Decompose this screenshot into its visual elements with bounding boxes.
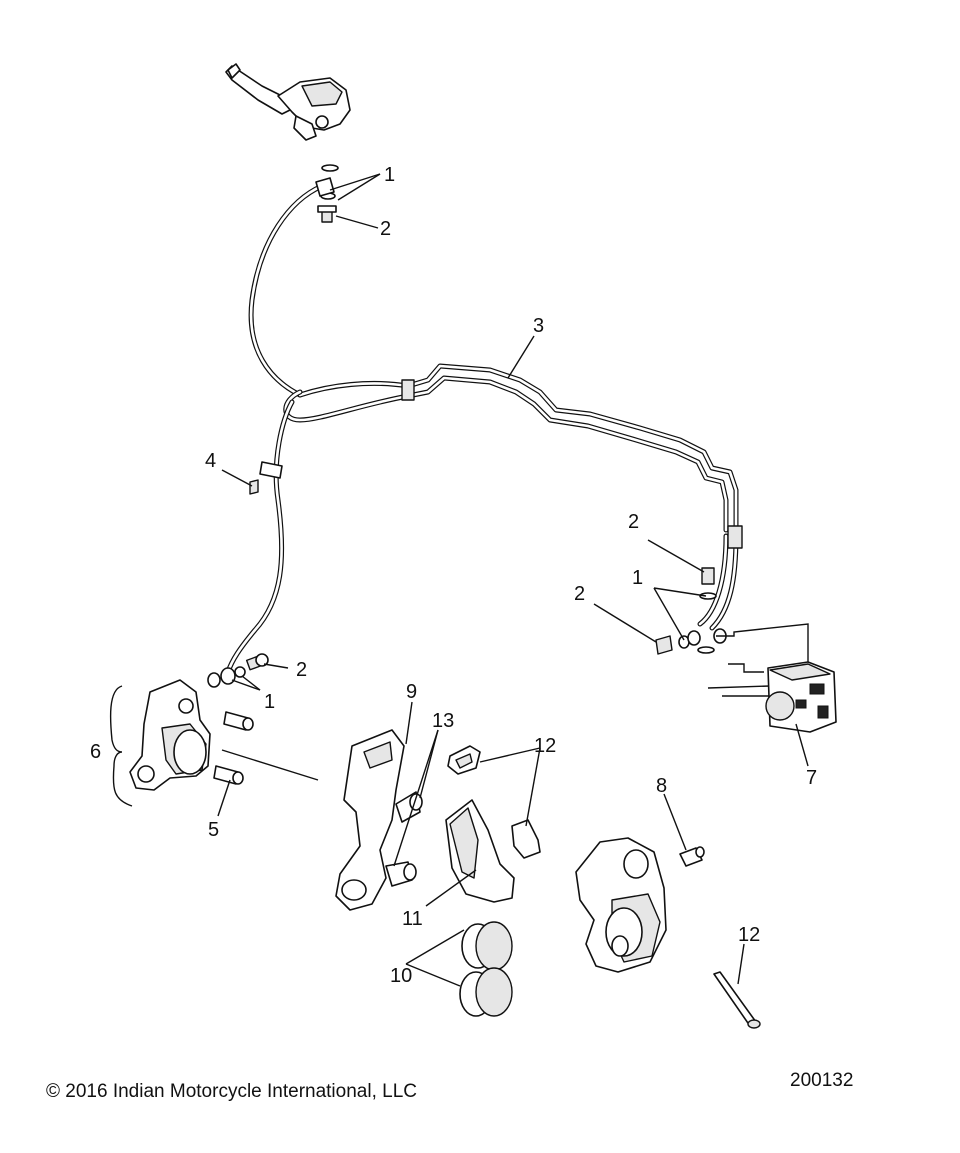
callout-3: 3	[533, 315, 544, 337]
brake-hose-front	[225, 183, 411, 675]
master-cylinder-lever	[225, 63, 351, 141]
brake-line-rigid	[401, 363, 743, 631]
callout-10: 10	[390, 965, 412, 987]
caliper-pin	[713, 971, 761, 1029]
callout-9: 9	[406, 681, 417, 703]
abs-module	[707, 623, 837, 733]
callout-2-top: 2	[380, 218, 391, 240]
brake-pad	[445, 799, 515, 903]
caliper-housing	[575, 837, 667, 973]
copyright-text: © 2016 Indian Motorcycle International, …	[46, 1081, 417, 1102]
pad-spring	[447, 745, 481, 775]
callout-13: 13	[432, 710, 454, 732]
banjo-fitting-left	[207, 653, 269, 688]
caliper-bolt-upper	[223, 711, 254, 731]
callout-5: 5	[208, 819, 219, 841]
callout-2-right-lower: 2	[574, 583, 585, 605]
pad-clip	[511, 819, 541, 859]
banjo-bolt-top	[315, 177, 337, 223]
caliper-assembly	[109, 679, 211, 807]
callout-12-lower: 12	[738, 924, 760, 946]
callout-6: 6	[90, 741, 101, 763]
callout-2-left: 2	[296, 659, 307, 681]
bleeder-valve	[679, 846, 705, 867]
caliper-bracket	[335, 729, 423, 911]
callout-7: 7	[806, 767, 817, 789]
callout-11: 11	[402, 908, 423, 930]
caliper-bolt-lower	[213, 749, 319, 785]
callout-1-right: 1	[632, 567, 643, 589]
callout-labels: 1 2 3 4 2 1 2 2 1 6 5 9 13 12 7 8 11 10 …	[90, 164, 817, 987]
callout-2-right-upper: 2	[628, 511, 639, 533]
figure-number: 200132	[790, 1070, 853, 1091]
leader-lines	[217, 173, 809, 987]
callout-4: 4	[205, 450, 216, 472]
caliper-pistons	[459, 921, 513, 1017]
callout-8: 8	[656, 775, 667, 797]
callout-12-upper: 12	[534, 735, 556, 757]
hose-clip	[249, 461, 283, 495]
callout-1-left: 1	[264, 691, 275, 713]
callout-1-top: 1	[384, 164, 395, 186]
